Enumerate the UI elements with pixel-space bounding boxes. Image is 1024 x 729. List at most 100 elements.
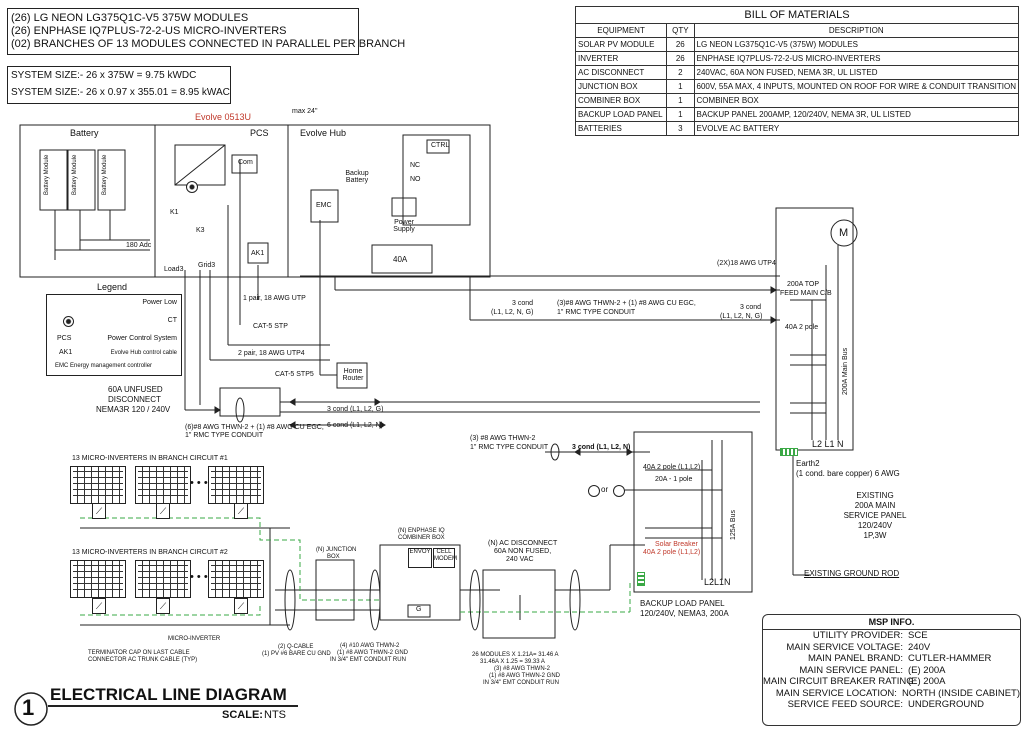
envoy-label: ENVOY (409, 549, 431, 555)
bom-cell: 2 (666, 65, 695, 80)
legend-sym-pcs: PCS (57, 335, 72, 342)
envoy-box: ENVOY (408, 548, 432, 568)
cond-a-label: 3 cond (512, 300, 534, 307)
or-label: or (601, 485, 609, 494)
battery-module-1: Battery Module (44, 154, 50, 195)
main-bus-label: 200A Main Bus (842, 347, 849, 395)
msp-key: MAIN SERVICE VOLTAGE: (786, 641, 903, 653)
thwn-c-label-2: 1" RMC TYPE CONDUIT (470, 444, 549, 451)
bom-cell: COMBINER BOX (693, 93, 1020, 108)
max-height-note: max 24" (292, 108, 318, 115)
calc-label-2: 31.46A X 1.25 = 39.33 A (480, 659, 545, 665)
bom-cell: AC DISCONNECT (574, 65, 668, 80)
meter-label: M (839, 227, 849, 239)
ac-disconnect-label-2: 60A NON FUSED, (494, 548, 552, 555)
ground-bar (780, 448, 798, 456)
cond-c-label: 3 cond (L1, L2, G) (327, 406, 384, 413)
cond-b-label-2: (L1, L2, N, G) (720, 313, 763, 320)
outlet-icon (613, 485, 625, 497)
breaker-40a-label: 40A (393, 255, 408, 264)
thwn-a-label-2: 1" RMC TYPE CONDUIT (557, 309, 636, 316)
module-notes: (26) LG NEON LG375Q1C-V5 375W MODULES (2… (7, 8, 405, 55)
utp-pair-label: 1 pair, 18 AWG UTP (243, 295, 306, 302)
main-panel-terminals: L2 L1 N (812, 439, 844, 449)
micro-inverter-icon: ⟋ (156, 503, 170, 519)
msp-key: SERVICE FEED SOURCE: (787, 699, 903, 711)
cell-modem-label: CELL MODEM (434, 549, 457, 562)
thwn-b-label: (6)#8 AWG THWN-2 + (1) #8 AWG CU EGC, (185, 424, 324, 431)
evolve-title: Evolve 0513U (195, 112, 252, 122)
msp-key: MAIN SERVICE LOCATION: (775, 687, 897, 699)
calc-label-4: (1) #8 AWG THWN-2 GND (489, 673, 561, 679)
nc-label: NC (410, 162, 421, 169)
com-label: Com (238, 159, 253, 166)
utp2-label: 2 pair, 18 AWG UTP4 (238, 350, 305, 357)
backup-breaker-2: 20A - 1 pole (655, 476, 693, 483)
legend-item-emc: EMC Energy management controller (55, 363, 153, 369)
thwn-c-label: (3) #8 AWG THWN-2 (470, 435, 536, 442)
bom-cell: LG NEON LG375Q1C-V5 (375W) MODULES (693, 37, 1020, 52)
bom-cell: INVERTER (574, 51, 668, 66)
cond-b-label: 3 cond (740, 304, 762, 311)
cond-d-label: 6 cond (L1, L2, N) (327, 422, 384, 429)
existing-label-3: SERVICE PANEL (843, 511, 907, 520)
solar-breaker-label-1: Solar Breaker (655, 541, 698, 548)
earth-label-1: Earth2 (796, 459, 820, 468)
thwn-b-label-2: 1" RMC TYPE CONDUIT (185, 432, 264, 439)
bom-title: BILL OF MATERIALS (575, 6, 1019, 24)
pv-module (70, 560, 126, 598)
backup-terminals: L2L1N (704, 577, 731, 587)
grid3-label: Grid3 (198, 262, 216, 269)
system-size-dc: SYSTEM SIZE:- 26 x 375W = 9.75 kWDC (11, 70, 197, 81)
existing-label-5: 1P,3W (863, 531, 887, 540)
hub-label: Evolve Hub (300, 128, 347, 138)
legend-title: Legend (97, 282, 128, 292)
msp-row: MAIN SERVICE LOCATION: NORTH (INSIDE CABI… (763, 688, 1020, 700)
msp-value: CUTLER-HAMMER (908, 653, 992, 665)
calc-label-5: IN 3/4" EMT CONDUIT RUN (483, 680, 559, 686)
power-supply-label: Power Supply (393, 219, 415, 234)
bom-cell: 1 (666, 79, 695, 94)
note-line-1: (26) LG NEON LG375Q1C-V5 375W MODULES (11, 12, 249, 24)
backup-panel-title-2: 120/240V, NEMA3, 200A (640, 609, 729, 618)
load-circle-icon (588, 485, 600, 497)
calc-label-3: (3) #8 AWG THWN-2 (494, 666, 551, 672)
msp-value: NORTH (INSIDE CABINET) (901, 687, 1020, 699)
junction-box-label-2: BOX (327, 554, 340, 560)
thwn-label-3: IN 3/4" EMT CONDUIT RUN (330, 657, 406, 663)
ground-rod-label: EXISTING GROUND ROD (804, 569, 900, 578)
top-feed-label-2: FEED MAIN C/B (780, 290, 832, 297)
disconnect-label-1: 60A UNFUSED (108, 385, 163, 394)
note-line-2: (26) ENPHASE IQ7PLUS-72-2-US MICRO-INVER… (11, 25, 287, 37)
diagram-number: 1 (22, 695, 35, 720)
diagram-title: ELECTRICAL LINE DIAGRAM (50, 685, 287, 704)
msp-row: UTILITY PROVIDER:SCE (763, 630, 1020, 642)
scale-label: SCALE: (222, 709, 263, 721)
legend-item-power-low: Power Low (142, 299, 177, 306)
ct-icon (63, 316, 74, 327)
cat5-stp5-label: CAT-5 STP5 (275, 371, 314, 378)
thwn-label-2: (1) #8 AWG THWN-2 GND (337, 650, 409, 656)
legend-item-pcs: Power Control System (107, 335, 177, 342)
bom-cell: SOLAR PV MODULE (574, 37, 668, 52)
system-size-ac: SYSTEM SIZE:- 26 x 0.97 x 355.01 = 8.95 … (11, 87, 230, 98)
thwn-label-1: (4) #10 AWG THWN-2 (340, 643, 400, 649)
ct-icon (186, 181, 198, 193)
legend-item-ak1: Evolve Hub control cable (110, 350, 177, 356)
msp-key: UTILITY PROVIDER: (812, 630, 903, 642)
pv-module (208, 560, 264, 598)
cell-modem-box: CELL MODEM (433, 548, 457, 568)
pv-module (135, 466, 191, 504)
msp-row: MAIN SERVICE PANEL:(E) 200A (763, 665, 1020, 677)
solar-breaker-label-2: 40A 2 pole (L1,L2) (643, 549, 701, 556)
scale-value: NTS (264, 709, 286, 721)
bom-cell: BATTERIES (574, 121, 668, 136)
combiner-label-2: COMBINER BOX (398, 535, 445, 541)
ground-g-label: G (416, 606, 422, 613)
